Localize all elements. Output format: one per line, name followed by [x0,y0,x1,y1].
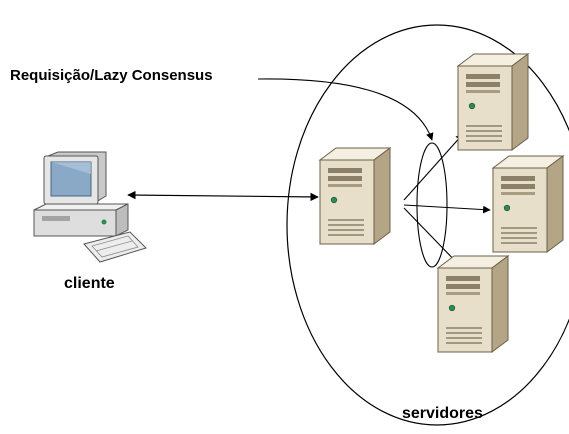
servers-label: servidores [402,405,483,422]
client-server-connection [127,190,319,202]
fanout-arrow-top [403,133,464,201]
replica-server-middle-icon [492,155,564,253]
replication-group-ellipse [416,142,448,268]
replica-server-top-icon [457,53,529,151]
request-label: Requisição/Lazy Consensus [10,67,213,84]
fanout-arrow-middle [403,204,491,214]
replica-server-bottom-icon [437,255,509,353]
primary-server-icon [319,147,391,245]
client-label: cliente [64,275,115,292]
request-pointer-line [257,78,434,141]
server-cluster-boundary [286,24,569,426]
desktop-computer-icon [33,151,147,263]
